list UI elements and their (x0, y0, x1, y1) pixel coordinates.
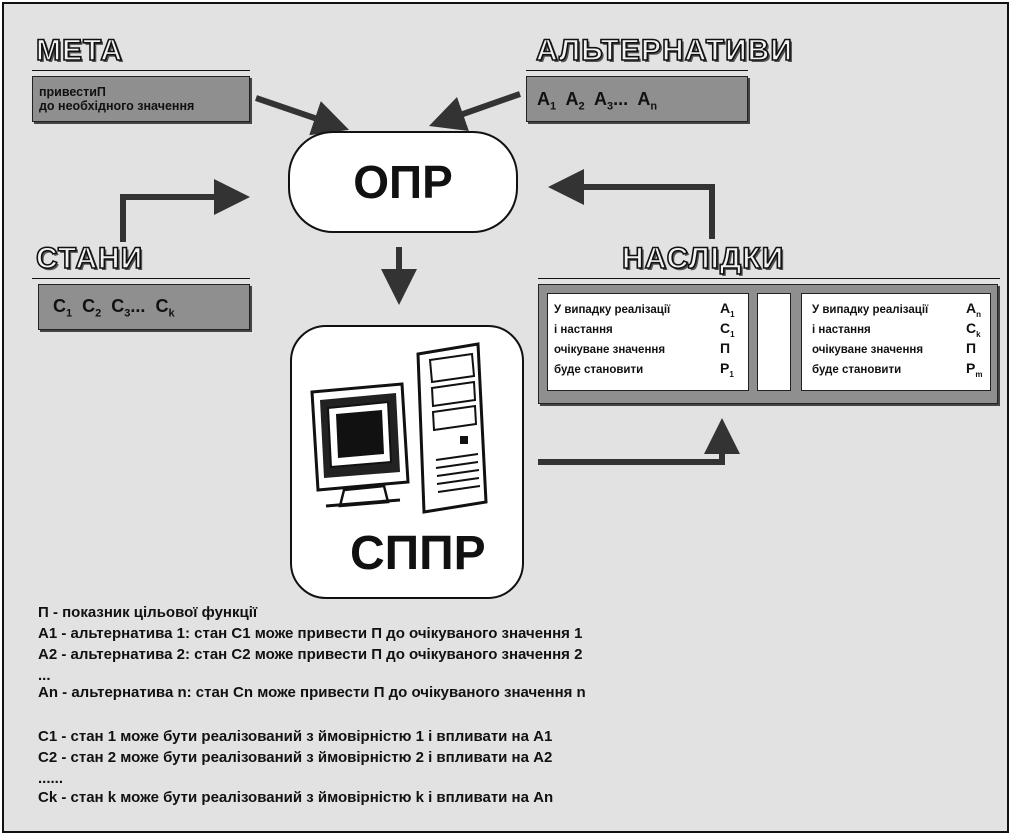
cons-right-sym-3: П (966, 340, 977, 356)
states-heading: СТАНИ (35, 241, 144, 276)
legend-line-4: ... (38, 667, 51, 684)
consequences-rule (538, 278, 1000, 279)
arrow-states-to-opr (120, 179, 250, 242)
goal-box: привестиП до необхідного значення (32, 76, 250, 122)
legend-line-7: C2 - стан 2 може бути реалізований з ймо… (38, 749, 553, 766)
tower-icon (416, 342, 488, 514)
cons-left-row-2: і настання (554, 324, 613, 336)
alternatives-box: A1 A2 A3... An (526, 76, 748, 122)
states-list: C1 C2 C3... Ck (53, 296, 175, 320)
consequence-panel-last: У випадку реалізації An і настання Ck оч… (801, 293, 991, 391)
alt-3: A3 (593, 89, 614, 113)
arrow-alternatives-to-opr (429, 91, 521, 132)
alt-ellipsis: ... (613, 89, 629, 109)
goal-rule (32, 70, 250, 71)
arrow-consequences-to-opr (548, 169, 715, 239)
arrows-layer (120, 91, 740, 465)
state-2: C2 (82, 296, 102, 320)
cons-left-sym-2: C1 (720, 320, 735, 339)
states-box: C1 C2 C3... Ck (38, 284, 250, 330)
cons-right-row-2: і настання (812, 324, 871, 336)
cons-right-row-4: буде становити (812, 364, 902, 376)
legend-line-3: A2 - альтернатива 2: стан C2 може привес… (38, 646, 583, 663)
legend-line-1: П - показник цільової функції (38, 604, 258, 621)
alt-2: A2 (565, 89, 585, 113)
cons-left-row-3: очікуване значення (554, 344, 666, 356)
cons-right-row-1: У випадку реалізації (812, 304, 929, 316)
monitor-icon (310, 382, 410, 508)
consequence-panel-first: У випадку реалізації A1 і настання C1 оч… (547, 293, 749, 391)
goal-line-1: привестиП (39, 85, 106, 99)
legend-line-8: ...... (38, 770, 64, 787)
computer-icon (310, 342, 488, 514)
cons-left-sym-4: P1 (720, 360, 734, 379)
legend-line-6: C1 - стан 1 може бути реалізований з ймо… (38, 728, 553, 745)
state-3: C3 (111, 296, 131, 320)
legend-line-5: An - альтернатива n: стан Cn може привес… (38, 684, 586, 701)
consequences-box: У випадку реалізації A1 і настання C1 оч… (538, 284, 998, 404)
arrow-sppr-to-consequences (538, 418, 740, 465)
state-k: Ck (155, 296, 175, 320)
state-1: C1 (53, 296, 73, 320)
goal-heading: МЕТА (35, 33, 124, 68)
cons-right-sym-1: An (966, 300, 982, 319)
decision-maker-node: ОПР (288, 131, 518, 233)
alternatives-heading: АЛЬТЕРНАТИВИ (535, 33, 793, 68)
goal-line-2: до необхідного значення (39, 99, 195, 113)
arrow-goal-to-opr (255, 95, 350, 136)
cons-left-row-4: буде становити (554, 364, 644, 376)
alt-1: A1 (537, 89, 557, 113)
states-rule (32, 278, 250, 279)
cons-right-sym-2: Ck (966, 320, 981, 339)
legend-line-2: A1 - альтернатива 1: стан C1 може привес… (38, 625, 583, 642)
alt-n: An (637, 89, 658, 113)
consequence-panel-middle (757, 293, 791, 391)
cons-left-sym-3: П (720, 340, 731, 356)
state-ellipsis: ... (130, 296, 146, 316)
alternatives-list: A1 A2 A3... An (537, 89, 657, 113)
cons-left-row-1: У випадку реалізації (554, 304, 671, 316)
cons-right-sym-4: Pm (966, 360, 983, 379)
alternatives-rule (526, 70, 748, 71)
cons-right-row-3: очікуване значення (812, 344, 924, 356)
cons-left-sym-1: A1 (720, 300, 735, 319)
consequences-heading: НАСЛІДКИ (621, 241, 785, 276)
legend-line-9: Ck - стан k може бути реалізований з ймо… (38, 789, 554, 806)
dss-label: СППР (350, 527, 486, 580)
